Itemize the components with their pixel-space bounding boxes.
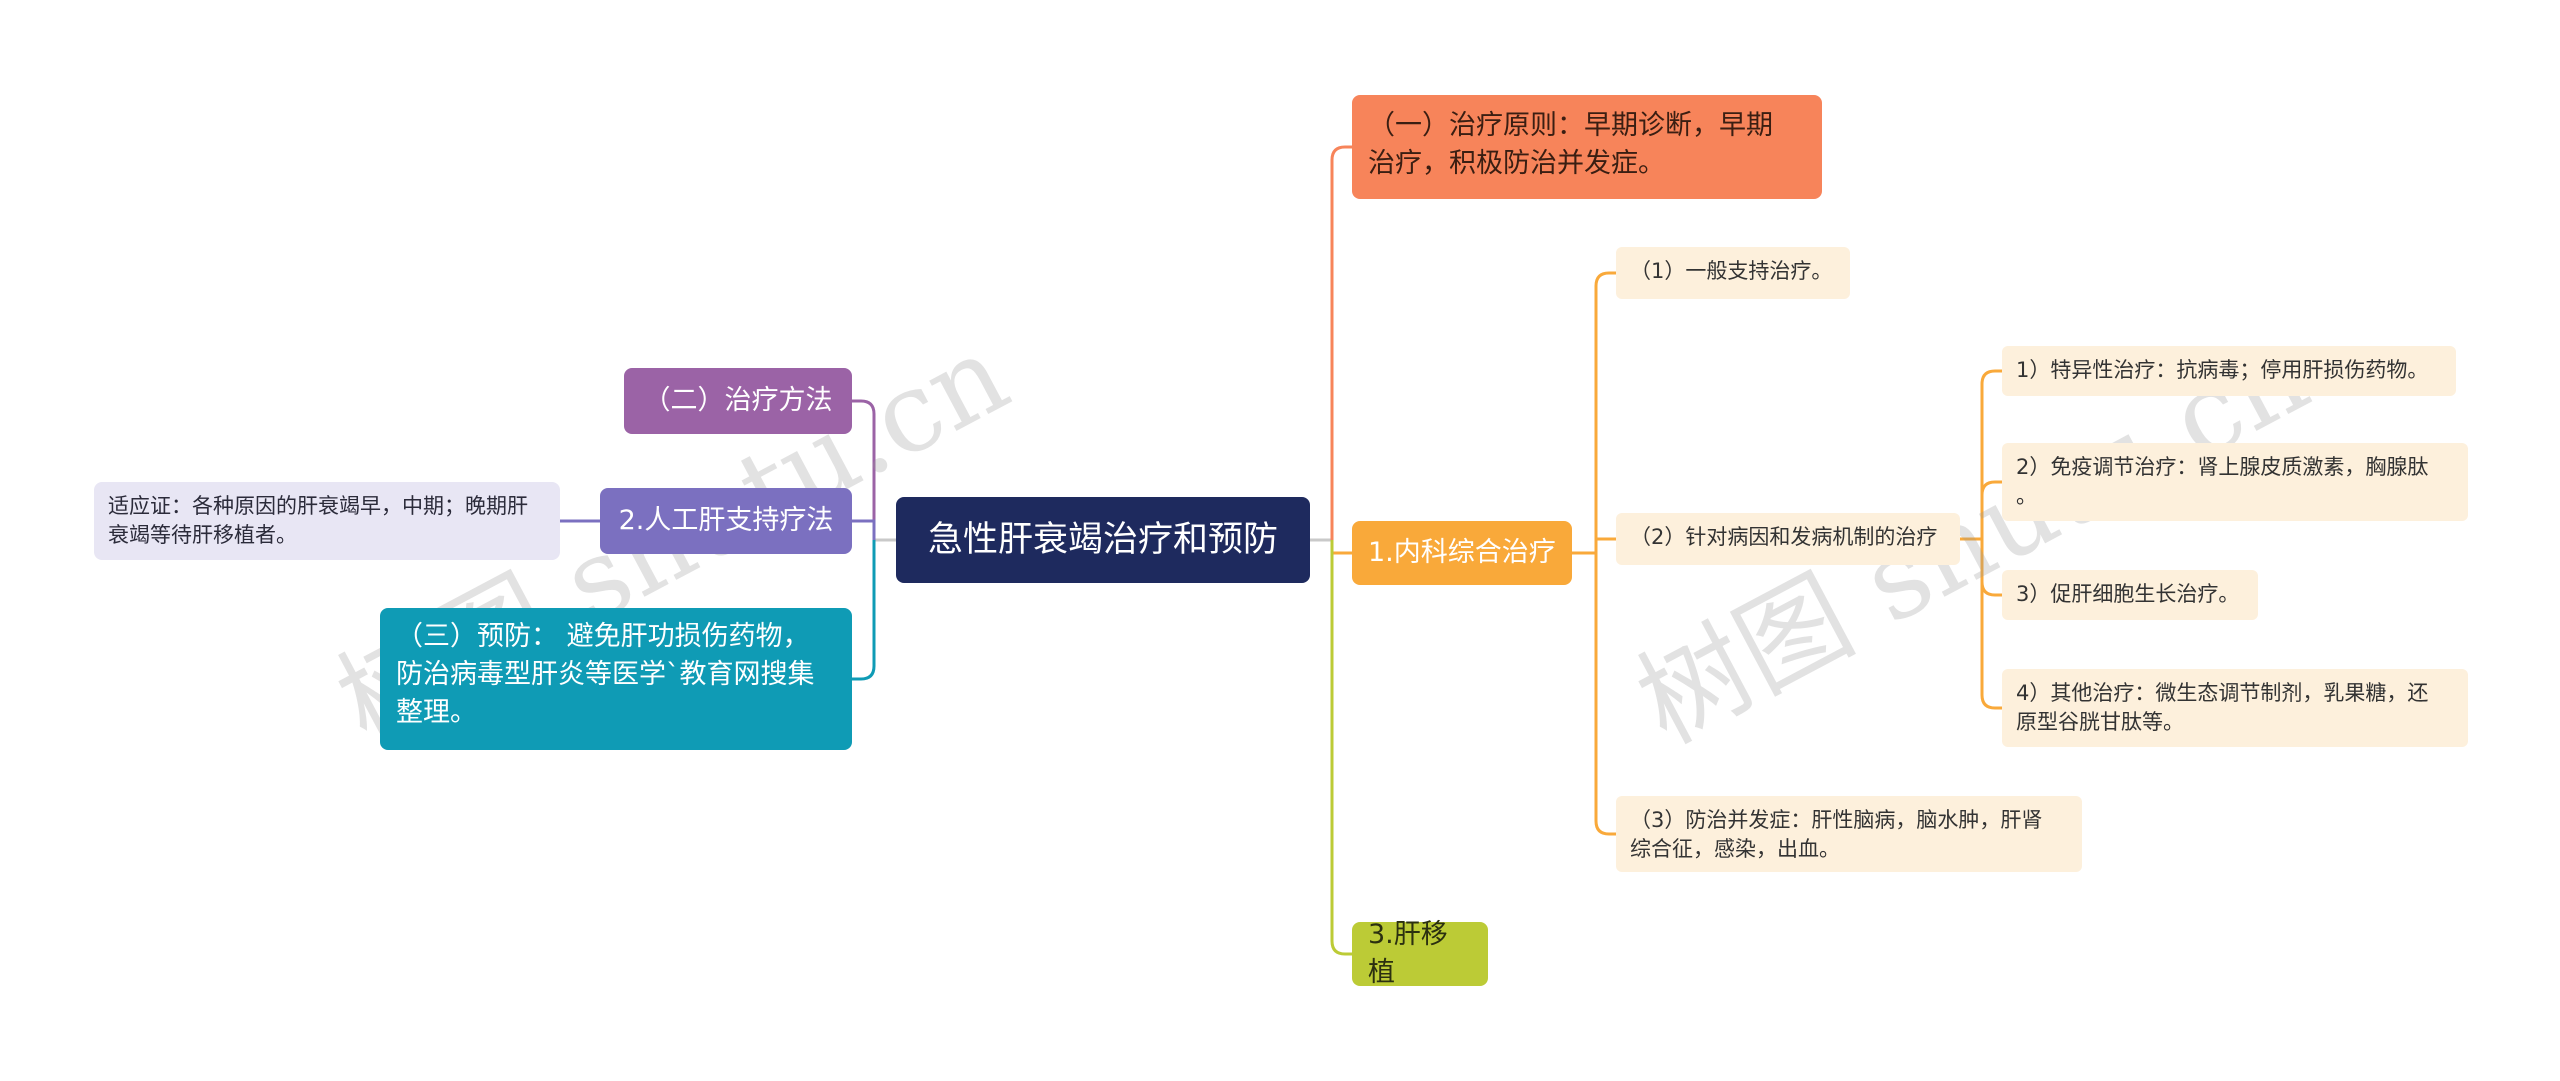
node-hepatocyte-growth[interactable]: 3）促肝细胞生长治疗。	[2002, 570, 2258, 620]
node-liver-transplant[interactable]: 3.肝移植	[1352, 919, 1488, 988]
node-general-support[interactable]: （1）一般支持治疗。	[1616, 247, 1850, 299]
node-medical-treatment[interactable]: 1.内科综合治疗	[1352, 521, 1572, 585]
node-artificial-liver[interactable]: 2.人工肝支持疗法	[600, 488, 852, 554]
node-indication[interactable]: 适应证：各种原因的肝衰竭早，中期；晚期肝 衰竭等待肝移植者。	[94, 482, 560, 560]
node-complication-prevention[interactable]: （3）防治并发症：肝性脑病，脑水肿，肝肾 综合征，感染，出血。	[1616, 796, 2082, 872]
node-immune-treatment[interactable]: 2）免疫调节治疗：肾上腺皮质激素，胸腺肽 。	[2002, 443, 2468, 521]
root-node[interactable]: 急性肝衰竭治疗和预防	[896, 497, 1310, 583]
node-treatment-principle[interactable]: （一）治疗原则：早期诊断，早期 治疗，积极防治并发症。	[1352, 95, 1822, 199]
node-prevention[interactable]: （三）预防： 避免肝功损伤药物， 防治病毒型肝炎等医学`教育网搜集 整理。	[380, 608, 852, 750]
node-specific-treatment[interactable]: 1）特异性治疗：抗病毒；停用肝损伤药物。	[2002, 346, 2456, 396]
node-cause-treatment[interactable]: （2）针对病因和发病机制的治疗	[1616, 513, 1960, 565]
node-treatment-method[interactable]: （二）治疗方法	[624, 368, 852, 434]
node-other-treatment[interactable]: 4）其他治疗：微生态调节制剂，乳果糖，还 原型谷胱甘肽等。	[2002, 669, 2468, 747]
